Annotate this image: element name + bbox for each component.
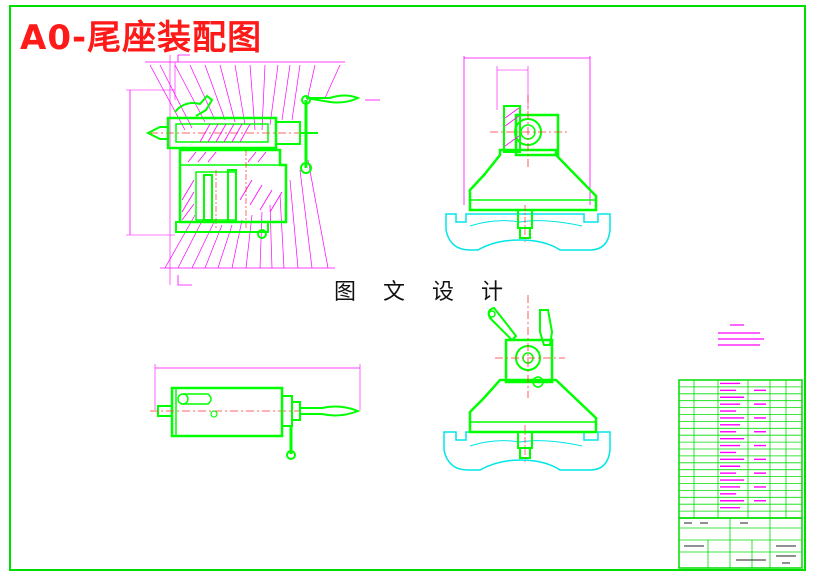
parts-list-table: [678, 379, 803, 519]
top-view: [150, 364, 361, 460]
main-section-view: [126, 54, 380, 286]
side-view-bottom: [443, 295, 611, 471]
watermark: 图 文 设 计: [334, 280, 513, 305]
side-view-top: [445, 56, 611, 251]
drawing-title: A0-尾座装配图: [20, 18, 263, 58]
title-block: [678, 517, 803, 569]
outer-frame: [9, 5, 806, 571]
technical-notes: [718, 324, 764, 346]
